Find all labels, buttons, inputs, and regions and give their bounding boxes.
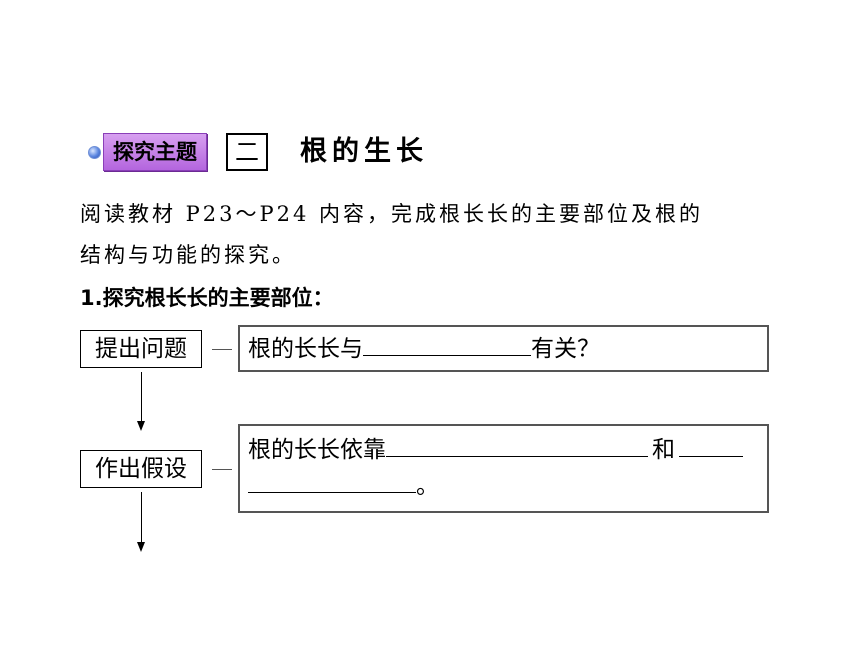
hypothesis-text-end: 。 (416, 473, 439, 499)
step-content-box-hypothesis: 根的长长依靠 和 。 (238, 424, 769, 513)
arrow-down-icon (141, 492, 142, 542)
connector-line (212, 349, 232, 350)
intro-line-2: 结构与功能的探究。 (80, 243, 296, 267)
intro-line-1: 阅读教材 P23～P24 内容，完成根长长的主要部位及根的 (80, 202, 704, 226)
step-content-box-question: 根的长长与 有关？ (238, 325, 769, 372)
bullet-dot-icon (88, 146, 101, 159)
subheading: 1.探究根长长的主要部位： (80, 286, 334, 310)
connector-line (212, 469, 232, 470)
fill-blank[interactable] (386, 434, 648, 457)
theme-label-badge: 探究主题 (103, 133, 207, 171)
step-label-ask-question: 提出问题 (80, 330, 202, 368)
question-sentence: 根的长长与 有关？ (248, 333, 600, 365)
hypothesis-text-middle: 和 (652, 437, 675, 463)
section-title: 根的生长 (300, 136, 428, 167)
hypothesis-sentence-line-2: 。 (248, 470, 439, 502)
hypothesis-text-before: 根的长长依靠 (248, 437, 386, 463)
question-text-after: 有关？ (531, 336, 600, 362)
arrow-head-icon (137, 421, 145, 431)
arrow-head-icon (137, 542, 145, 552)
hypothesis-sentence-line-1: 根的长长依靠 和 (248, 434, 743, 466)
fill-blank[interactable] (363, 333, 531, 356)
question-text-before: 根的长长与 (248, 336, 363, 362)
arrow-down-icon (141, 372, 142, 422)
fill-blank[interactable] (248, 470, 416, 493)
step-label-make-hypothesis: 作出假设 (80, 450, 202, 488)
theme-number-box: 二 (226, 133, 268, 171)
fill-blank[interactable] (679, 434, 743, 457)
